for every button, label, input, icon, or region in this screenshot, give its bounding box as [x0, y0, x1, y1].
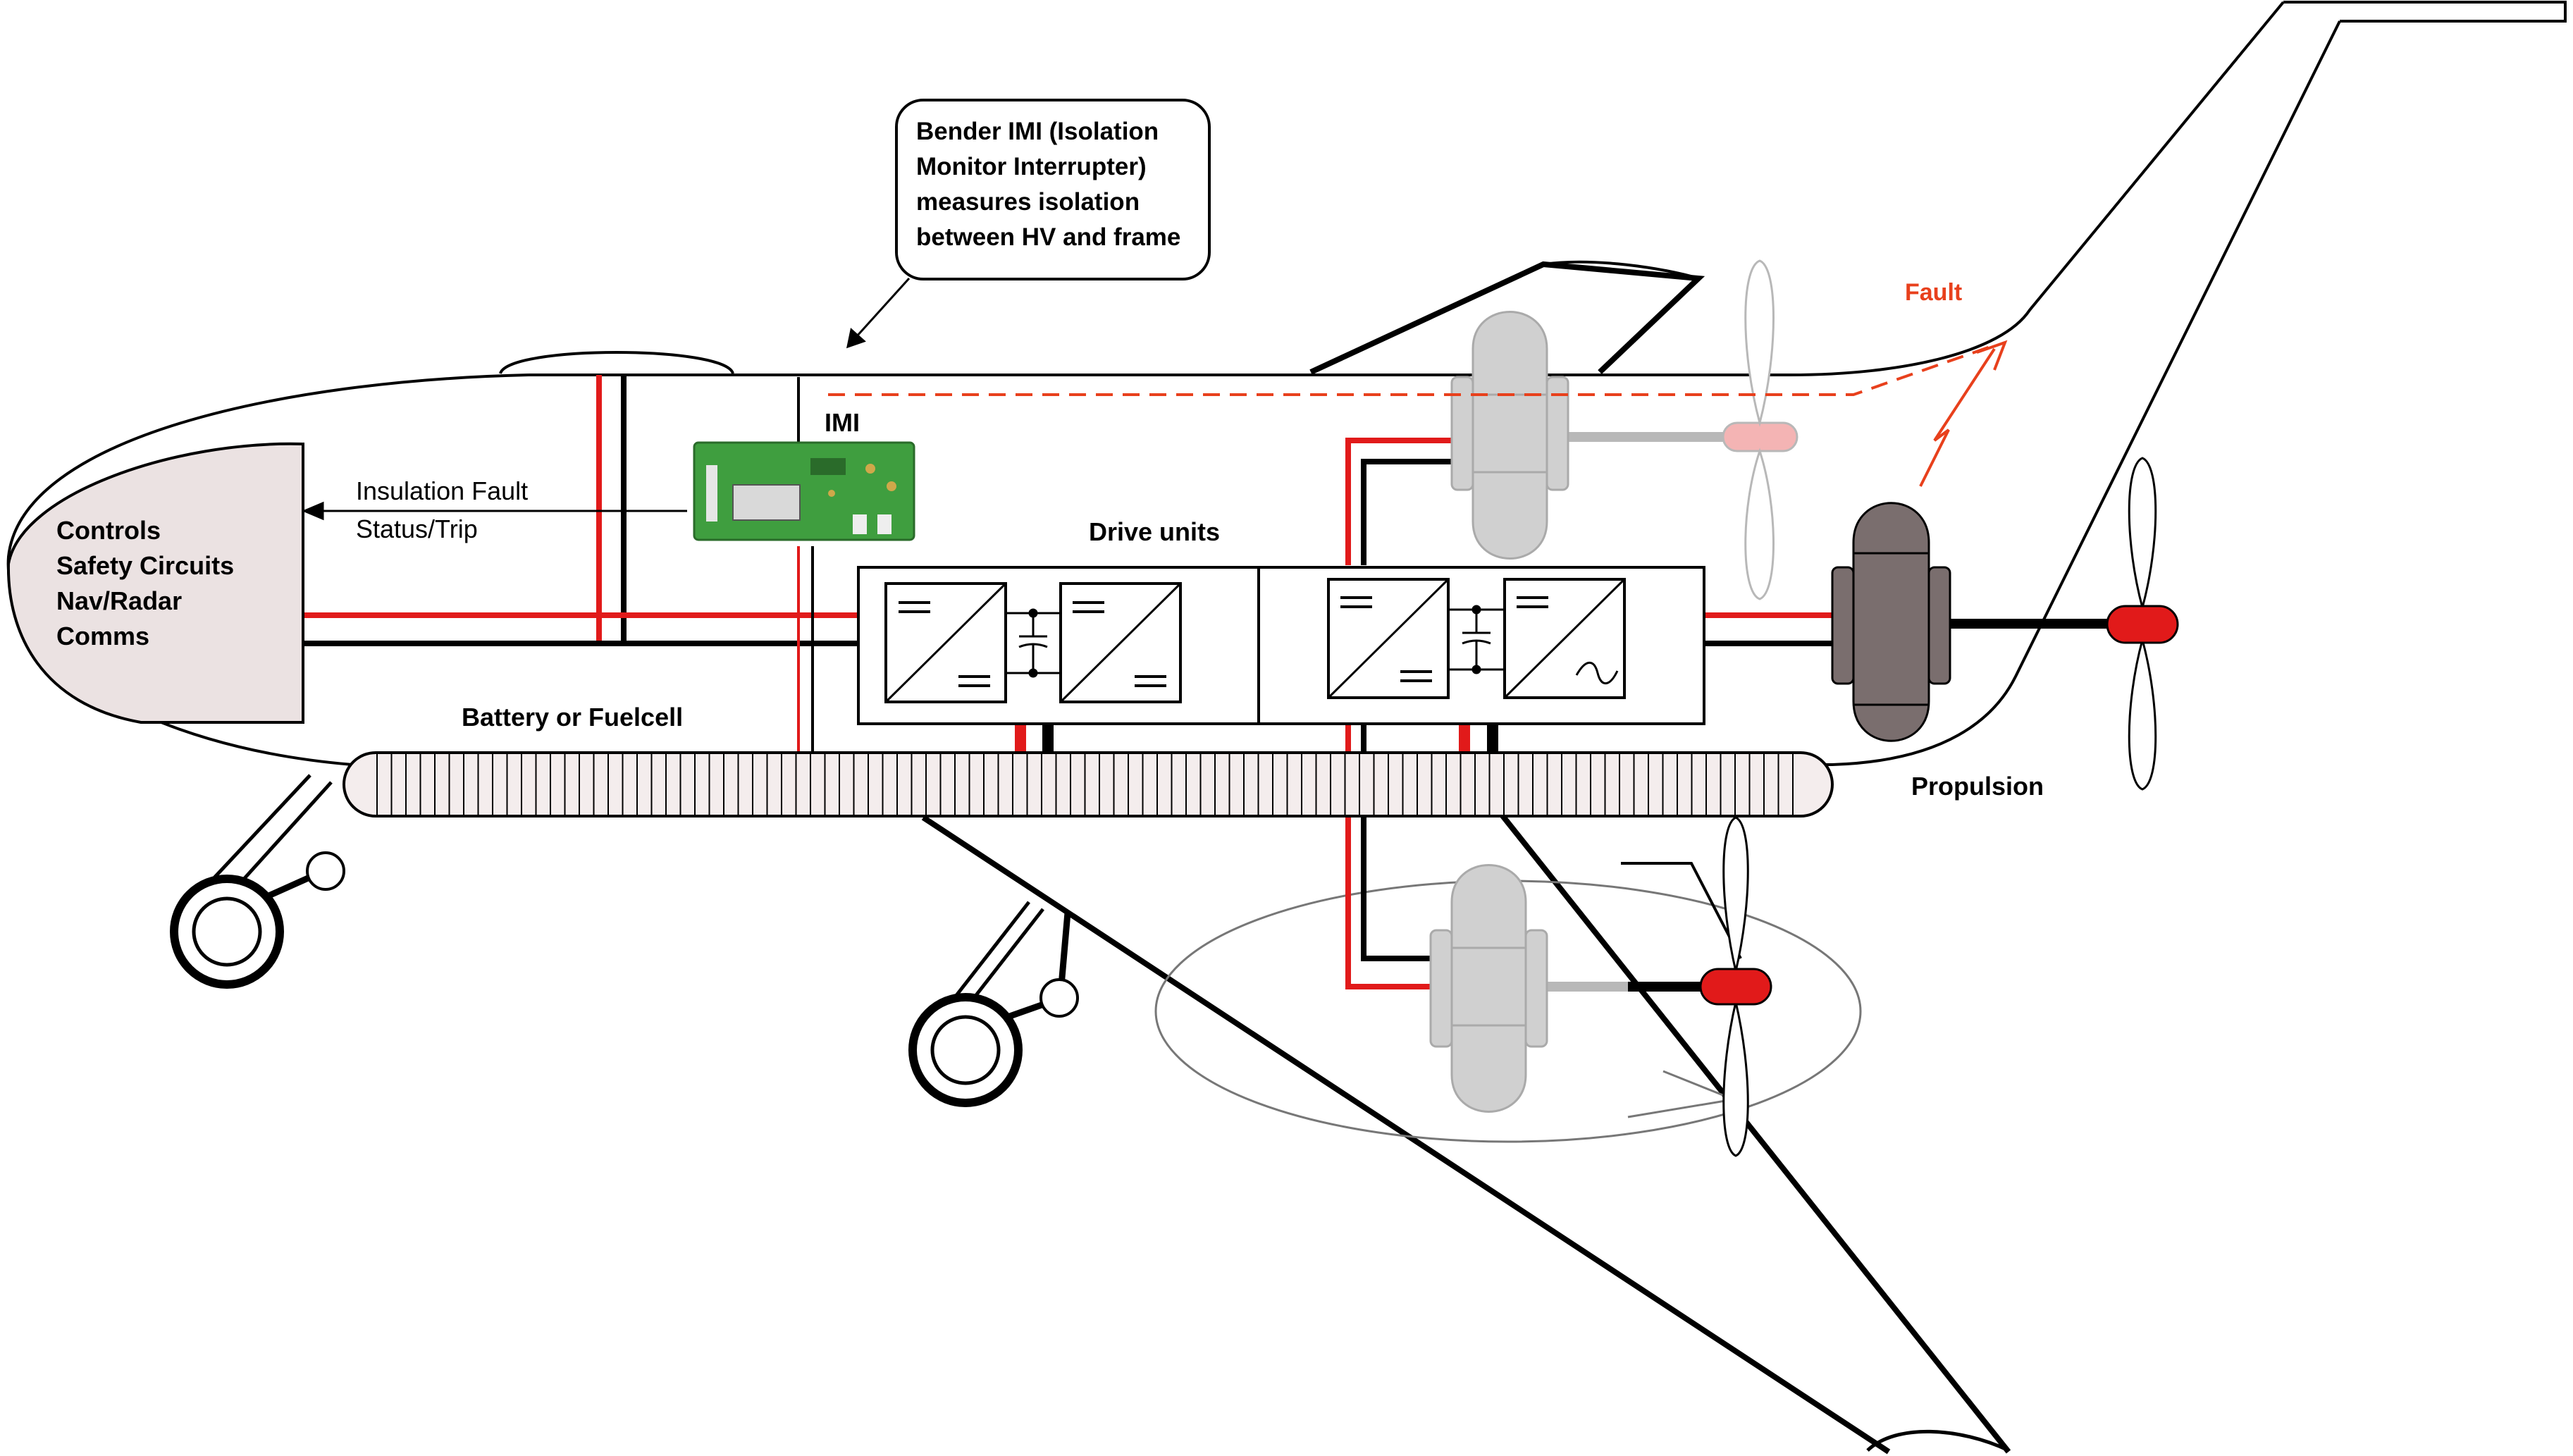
nose-landing-gear	[170, 774, 345, 989]
drive-units-label: Drive units	[1089, 517, 1221, 546]
battery-pack	[343, 751, 1834, 818]
dc-link-capacitor-1	[1006, 608, 1061, 678]
arrows	[302, 277, 911, 521]
lower-motor	[1429, 816, 1772, 1157]
callout-line: Bender IMI (Isolation	[916, 118, 1159, 145]
dc-link-capacitor-2	[1448, 605, 1505, 674]
imi-board	[693, 441, 915, 541]
nose-avionics-compartment	[6, 442, 304, 724]
drive-units-box	[857, 566, 1705, 725]
dc-dc-converter-1	[884, 582, 1007, 703]
battery-label: Battery or Fuelcell	[462, 703, 684, 732]
insulation-fault-line: Insulation Fault	[356, 476, 529, 505]
callout-line: between HV and frame	[916, 223, 1181, 251]
lower-spinner	[1699, 968, 1772, 1006]
controls-line: Controls	[56, 516, 161, 545]
insulation-fault-label: Insulation Fault Status/Trip	[356, 472, 528, 548]
dc-dc-converter-2	[1059, 582, 1182, 703]
imi-wiring	[797, 377, 814, 754]
controls-line: Safety Circuits	[56, 551, 235, 580]
callout-line: Monitor Interrupter)	[916, 153, 1147, 180]
hv-upper-pos	[1345, 438, 1452, 565]
imi-label: IMI	[825, 408, 860, 437]
upper-wing	[1309, 260, 1705, 375]
callout-line: measures isolation	[916, 188, 1140, 216]
tail-fin-tip	[2283, 1, 2567, 23]
upper-propeller-blade	[1744, 259, 1775, 427]
rear-propeller-blade	[2128, 457, 2157, 612]
fault-lightning	[1919, 347, 1996, 487]
fault-label: Fault	[1905, 279, 1963, 306]
controls-label: Controls Safety Circuits Nav/Radar Comms	[56, 513, 234, 654]
fault-path-dashed	[828, 344, 1995, 396]
dc-dc-converter-3	[1327, 578, 1450, 699]
propulsion-label: Propulsion	[1911, 772, 2044, 801]
lower-wing	[921, 812, 2011, 1455]
status-arrow-head	[302, 501, 324, 521]
main-landing-gear	[908, 901, 1079, 1107]
upper-spinner	[1722, 421, 1798, 452]
rear-spinner	[2106, 605, 2179, 644]
rear-propulsion-motor	[1831, 457, 2179, 791]
callout-arrow-head	[846, 328, 866, 349]
controls-line: Nav/Radar	[56, 586, 183, 615]
imi-callout-box: Bender IMI (Isolation Monitor Interrupte…	[895, 99, 1211, 280]
insulation-fault-line: Status/Trip	[356, 514, 478, 543]
upper-motor	[1450, 259, 1798, 600]
canopy-hatch	[499, 351, 734, 374]
fuselage-top-outline	[529, 1, 2285, 376]
controls-line: Comms	[56, 622, 150, 650]
hv-upper-neg	[1361, 459, 1452, 565]
fault-indication	[828, 340, 2008, 487]
dc-ac-inverter	[1503, 578, 1626, 699]
lower-propeller-blade	[1722, 816, 1749, 972]
